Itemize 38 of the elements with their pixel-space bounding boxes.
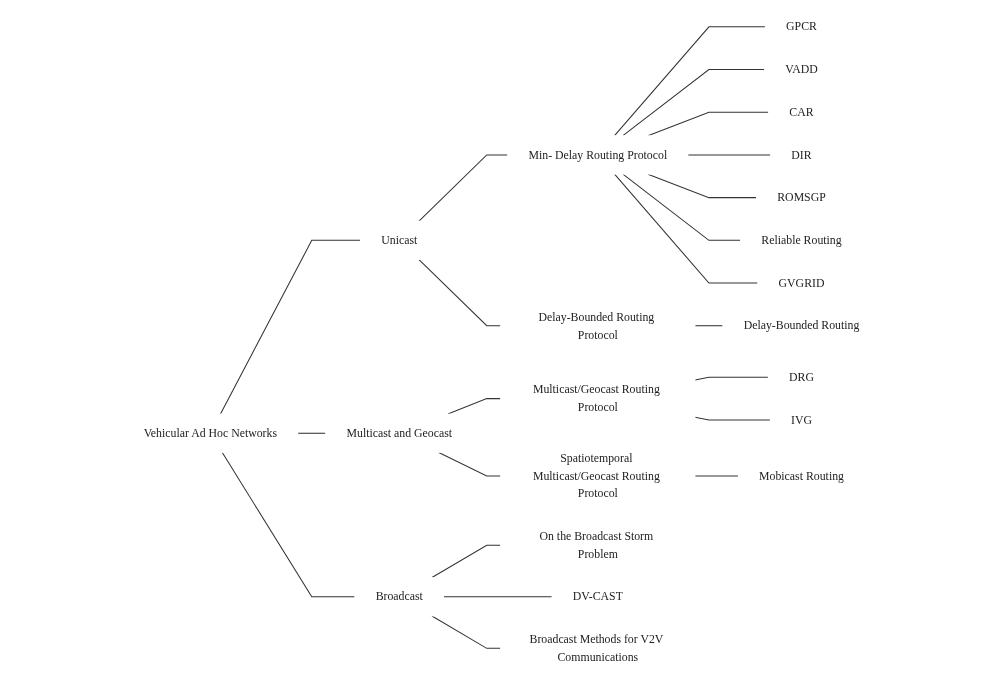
- connector: [431, 544, 502, 578]
- node-text: ROMSGP: [777, 190, 826, 205]
- connector: [219, 239, 361, 415]
- connector: [418, 259, 502, 327]
- node-text: DRG: [789, 370, 814, 384]
- node-text: VADD: [785, 62, 818, 76]
- connector: [438, 452, 502, 477]
- connector: [418, 154, 509, 222]
- node-text: Broadcast Methods for V2V Communications: [529, 632, 664, 664]
- node-text: CAR: [789, 105, 814, 119]
- node-text: DIR: [791, 148, 812, 162]
- node-text: Delay-Bounded Routing Protocol: [538, 310, 655, 341]
- node-text: Multicast and Geocast: [346, 426, 453, 440]
- connector: [297, 432, 327, 434]
- connector: [431, 615, 502, 649]
- node-text: IVG: [791, 413, 812, 427]
- node-text: Spatiotemporal Multicast/Geocast Routing Protocol: [532, 451, 660, 501]
- connector: [614, 26, 766, 137]
- connector: [694, 325, 724, 327]
- node-text: GVGRID: [778, 276, 825, 290]
- node-text: Mobicast Routing: [759, 469, 844, 483]
- connector: [622, 69, 765, 137]
- connector: [443, 596, 553, 598]
- node-text: DV-CAST: [572, 590, 623, 604]
- connector: [614, 173, 759, 284]
- node-text: Delay-Bounded Routing: [743, 318, 860, 333]
- connector: [221, 452, 356, 598]
- connector: [622, 173, 742, 241]
- node-text: Min- Delay Routing Protocol: [528, 148, 668, 162]
- node-text: On the Broadcast Storm Problem: [539, 529, 654, 561]
- node-text: Multicast/Geocast Routing Protocol: [532, 383, 660, 414]
- connector: [694, 376, 769, 381]
- connector: [694, 416, 771, 421]
- node-text: Reliable Routing: [761, 233, 842, 247]
- node-text: Vehicular Ad Hoc Networks: [143, 426, 278, 440]
- node-text: GPCR: [786, 20, 817, 34]
- node-text: Unicast: [381, 233, 418, 247]
- node-text: Broadcast: [375, 590, 423, 604]
